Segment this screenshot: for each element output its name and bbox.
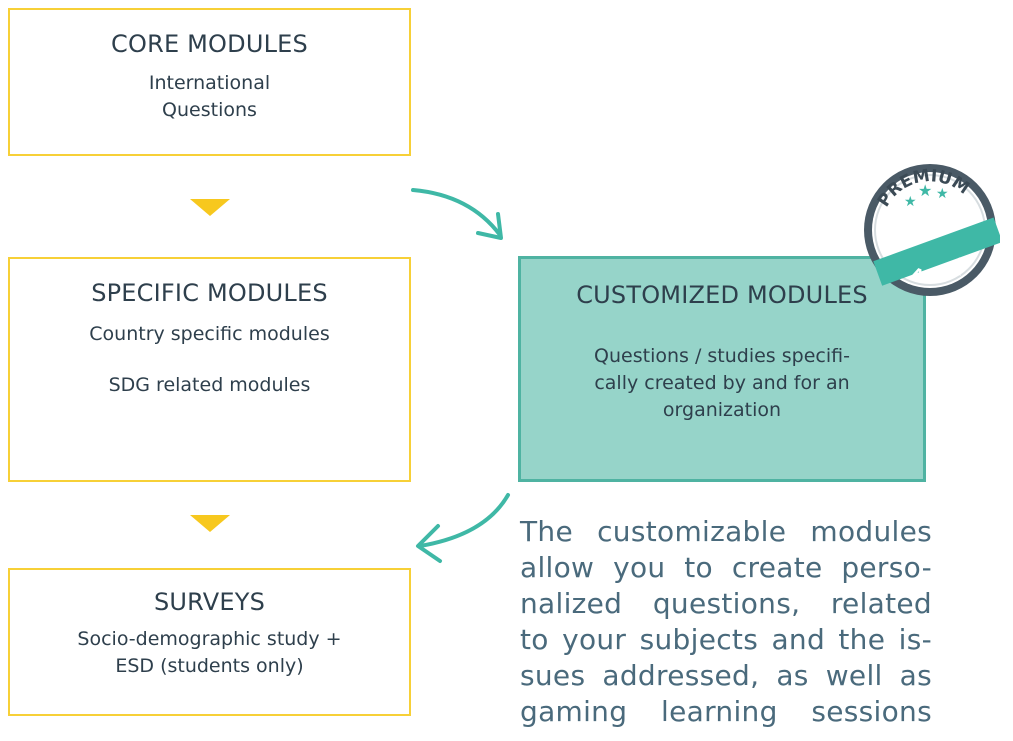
down-triangle-icon [190,515,230,532]
svg-text:★: ★ [952,265,964,280]
down-triangle-icon [190,199,230,216]
star-icon: ★ ★ ★ [904,181,949,210]
core-modules-line-2: Questions [162,99,257,121]
customized-modules-line-2: cally created by and for an [594,372,850,394]
svg-text:★: ★ [936,186,949,202]
core-modules-box: CORE MODULES International Questions [8,8,411,156]
note-line-3: nalized questions, related [520,587,932,620]
svg-text:★: ★ [936,270,949,286]
specific-modules-box: SPECIFIC MODULES Country specific module… [8,257,411,482]
star-icon: ★ ★ [936,265,964,286]
specific-modules-title: SPECIFIC MODULES [91,279,328,307]
svg-text:★: ★ [918,181,932,200]
note-line-2: allow you to create perso- [520,551,932,584]
specific-modules-line-1: Country specific modules [89,323,330,345]
note-line-5: sues addressed, as well as [520,659,932,692]
surveys-box: SURVEYS Socio-demographic study + ESD (s… [8,568,411,716]
core-modules-line-1: International [148,72,271,94]
specific-modules-line-2: SDG related modules [108,374,311,396]
premium-badge-icon: PREMIUM ACCESS ★ ★ ★ ★ ★ [864,164,1000,296]
customized-modules-box: CUSTOMIZED MODULES Questions / studies s… [518,256,926,482]
customized-modules-line-1: Questions / studies specifi- [594,345,850,367]
surveys-title: SURVEYS [153,588,266,616]
surveys-line-2: ESD (students only) [115,655,304,677]
customized-modules-line-3: organization [662,399,782,421]
note-line-6: gaming learning sessions [520,695,932,728]
note-line-4: to your subjects and the is- [520,623,932,656]
customized-modules-title: CUSTOMIZED MODULES [576,281,868,309]
svg-text:★: ★ [904,194,917,210]
note-line-1: The customizable modules [520,515,932,548]
core-modules-title: CORE MODULES [111,30,308,58]
description-note: The customizable modules allow you to cr… [520,514,932,730]
surveys-line-1: Socio-demographic study + [77,628,342,650]
